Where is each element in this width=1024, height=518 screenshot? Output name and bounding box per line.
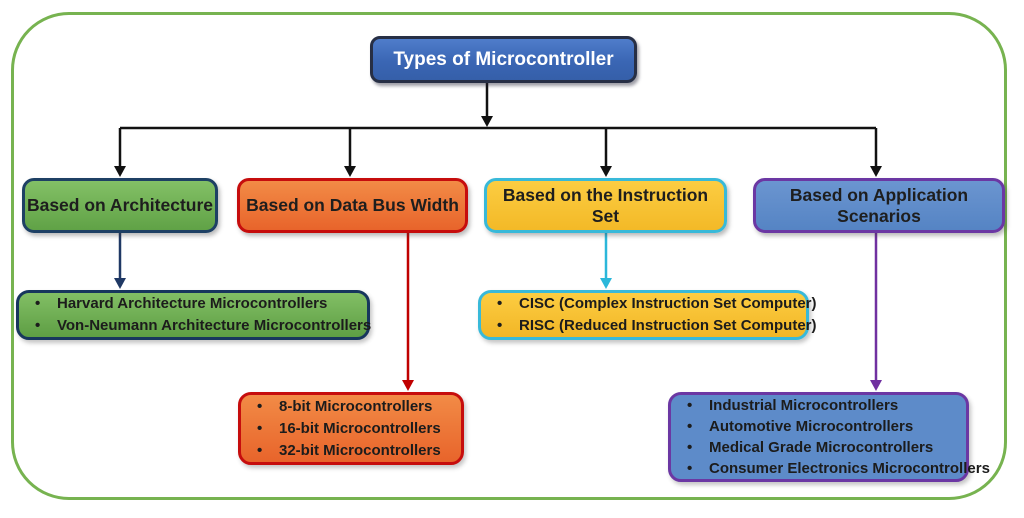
branch-application-scenarios-label: Based on Application Scenarios bbox=[789, 184, 969, 226]
bullet-icon: • bbox=[257, 397, 263, 415]
list-item: • 8-bit Microcontrollers bbox=[249, 396, 455, 418]
bullet-icon: • bbox=[35, 295, 41, 312]
list-item: • 16-bit Microcontrollers bbox=[249, 418, 455, 440]
list-item: • 32-bit Microcontrollers bbox=[249, 440, 455, 462]
bullet-icon: • bbox=[257, 419, 263, 437]
bullet-icon: • bbox=[257, 441, 263, 459]
root-node-label: Types of Microcontroller bbox=[393, 48, 614, 70]
leaf-instruction-set-list: • CISC (Complex Instruction Set Computer… bbox=[478, 290, 817, 340]
bullet-icon: • bbox=[687, 418, 693, 435]
list-item-label: Consumer Electronics Microcontrollers bbox=[709, 460, 990, 477]
list-item-label: 16-bit Microcontrollers bbox=[279, 419, 441, 437]
bullet-icon: • bbox=[687, 397, 693, 414]
root-node: Types of Microcontroller bbox=[370, 36, 637, 83]
branch-application-scenarios: Based on Application Scenarios bbox=[753, 178, 1005, 233]
list-item: • Industrial Microcontrollers bbox=[679, 395, 960, 416]
list-item: • Harvard Architecture Microcontrollers bbox=[27, 293, 361, 315]
diagram-frame bbox=[11, 12, 1007, 500]
list-item: • Von-Neumann Architecture Microcontroll… bbox=[27, 315, 371, 337]
list-item: • Consumer Electronics Microcontrollers bbox=[679, 458, 990, 479]
bullet-icon: • bbox=[35, 317, 41, 334]
leaf-architecture-list: • Harvard Architecture Microcontrollers … bbox=[16, 290, 371, 340]
bullet-icon: • bbox=[497, 295, 503, 312]
list-item-label: 8-bit Microcontrollers bbox=[279, 397, 433, 415]
list-item-label: 32-bit Microcontrollers bbox=[279, 441, 441, 459]
list-item-label: Industrial Microcontrollers bbox=[709, 397, 899, 414]
list-item: • Automotive Microcontrollers bbox=[679, 416, 960, 437]
leaf-application-scenarios-list: • Industrial Microcontrollers • Automoti… bbox=[668, 392, 990, 482]
list-item-label: Automotive Microcontrollers bbox=[709, 418, 914, 435]
branch-instruction-set-label: Based on the Instruction Set bbox=[502, 184, 709, 226]
list-item: • CISC (Complex Instruction Set Computer… bbox=[489, 293, 817, 315]
branch-architecture-label: Based on Architecture bbox=[26, 195, 214, 215]
leaf-data-bus-width-list: • 8-bit Microcontrollers • 16-bit Microc… bbox=[238, 392, 464, 465]
list-item: • RISC (Reduced Instruction Set Computer… bbox=[489, 315, 817, 337]
bullet-icon: • bbox=[497, 317, 503, 334]
list-item-label: Von-Neumann Architecture Microcontroller… bbox=[57, 317, 372, 334]
list-item-label: RISC (Reduced Instruction Set Computer) bbox=[519, 317, 817, 334]
branch-architecture: Based on Architecture bbox=[22, 178, 218, 233]
list-item: • Medical Grade Microcontrollers bbox=[679, 437, 960, 458]
branch-data-bus-width: Based on Data Bus Width bbox=[237, 178, 468, 233]
branch-data-bus-width-label: Based on Data Bus Width bbox=[246, 195, 459, 215]
list-item-label: CISC (Complex Instruction Set Computer) bbox=[519, 295, 817, 312]
list-item-label: Harvard Architecture Microcontrollers bbox=[57, 295, 328, 312]
bullet-icon: • bbox=[687, 460, 693, 477]
list-item-label: Medical Grade Microcontrollers bbox=[709, 439, 934, 456]
bullet-icon: • bbox=[687, 439, 693, 456]
branch-instruction-set: Based on the Instruction Set bbox=[484, 178, 727, 233]
